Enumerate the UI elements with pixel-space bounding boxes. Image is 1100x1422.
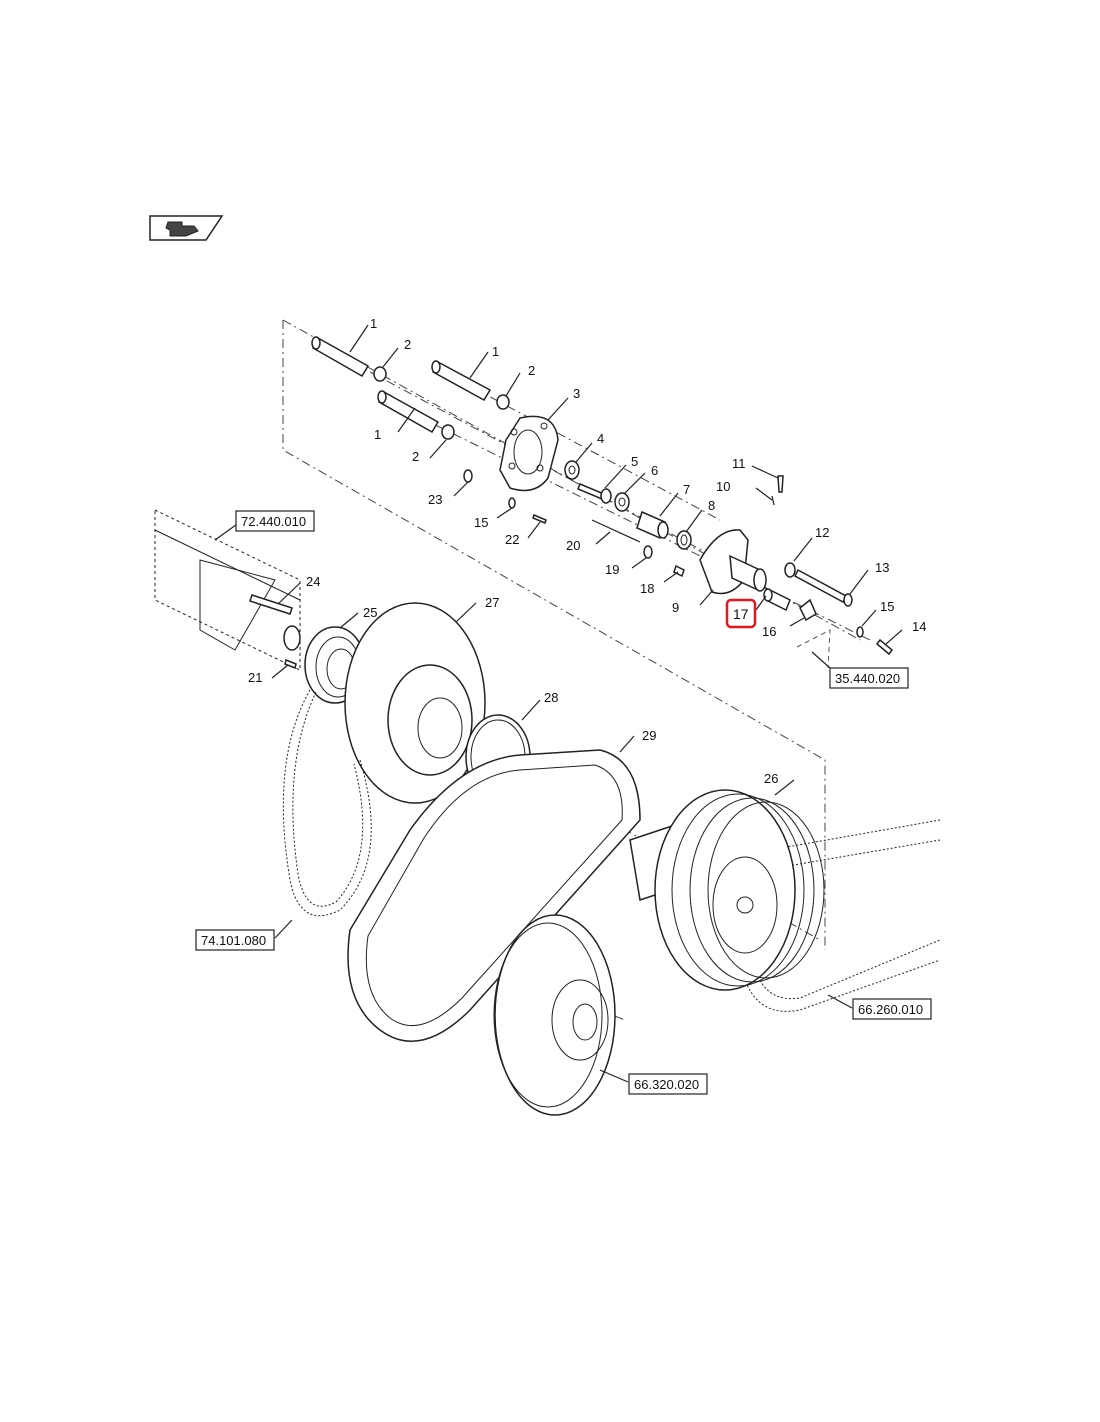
callout-5: 5 (631, 454, 638, 469)
callout-29: 29 (642, 728, 656, 743)
callout-24: 24 (306, 574, 320, 589)
callout-1b: 1 (492, 344, 499, 359)
callout-7: 7 (683, 482, 690, 497)
callout-15b: 15 (474, 515, 488, 530)
bushing-7[interactable] (636, 510, 669, 540)
callout-12: 12 (815, 525, 829, 540)
screw-22[interactable] (532, 513, 547, 525)
callout-19: 19 (605, 562, 619, 577)
spacer-18[interactable] (673, 564, 685, 578)
washer-4[interactable] (564, 460, 580, 480)
key-24[interactable] (249, 594, 293, 615)
shaft-1b[interactable] (431, 360, 492, 402)
callout-11: 11 (732, 456, 746, 471)
bolt-14[interactable] (875, 638, 894, 656)
washer-23[interactable] (463, 469, 473, 483)
ring-19[interactable] (643, 545, 653, 559)
belt-74-101-080 (282, 689, 372, 917)
bushing-2c[interactable] (441, 424, 455, 440)
belt-29[interactable] (347, 749, 641, 1042)
callout-14: 14 (912, 619, 926, 634)
reference-66-320-020[interactable]: 66.320.020 (628, 1073, 708, 1095)
callout-labels: 1 2 1 2 1 2 3 4 5 6 7 8 9 10 11 12 13 14… (248, 316, 926, 786)
callout-17: 17 (733, 606, 749, 622)
pulley-66-320-020[interactable] (493, 914, 616, 1116)
washer-15b[interactable] (508, 497, 516, 509)
callout-20: 20 (566, 538, 580, 553)
callout-4: 4 (597, 431, 604, 446)
bushing-2a[interactable] (373, 366, 387, 382)
screw-21[interactable] (284, 658, 297, 670)
pulley-27[interactable] (344, 602, 486, 804)
shaft-1a[interactable] (311, 336, 370, 378)
callout-27: 27 (485, 595, 499, 610)
bolt-5[interactable] (577, 483, 612, 504)
callout-22: 22 (505, 532, 519, 547)
callout-10: 10 (716, 479, 730, 494)
sensor-17[interactable] (763, 588, 791, 612)
flange-plate-3[interactable] (499, 415, 559, 492)
callout-28: 28 (544, 690, 558, 705)
callout-8: 8 (708, 498, 715, 513)
reference-label: 66.260.010 (858, 1002, 923, 1017)
bushing-2b[interactable] (496, 394, 510, 410)
seal-8[interactable] (676, 530, 692, 550)
rod-20[interactable] (591, 519, 641, 543)
pin-10[interactable] (771, 495, 775, 506)
callout-25: 25 (363, 605, 377, 620)
previous-page-arrow-icon[interactable] (149, 215, 224, 241)
callout-26: 26 (764, 771, 778, 786)
callout-13: 13 (875, 560, 889, 575)
frame-section (154, 509, 301, 671)
reference-label: 72.440.010 (241, 514, 306, 529)
callout-1a: 1 (370, 316, 377, 331)
washer-15a[interactable] (856, 626, 864, 638)
ring-6[interactable] (614, 492, 630, 512)
reference-74-101-080[interactable]: 74.101.080 (195, 929, 275, 951)
washer-12[interactable] (784, 562, 796, 578)
callout-23: 23 (428, 492, 442, 507)
reference-72-440-010[interactable]: 72.440.010 (235, 510, 315, 532)
screw-11[interactable] (777, 475, 784, 493)
reference-35-440-020[interactable]: 35.440.020 (829, 667, 909, 689)
nut-16[interactable] (799, 598, 817, 622)
callout-2a: 2 (404, 337, 411, 352)
bolt-13[interactable] (794, 568, 853, 607)
callout-9: 9 (672, 600, 679, 615)
reference-66-260-010[interactable]: 66.260.010 (852, 998, 932, 1020)
callout-6: 6 (651, 463, 658, 478)
callout-16: 16 (762, 624, 776, 639)
callout-15a: 15 (880, 599, 894, 614)
callout-3: 3 (573, 386, 580, 401)
callout-21: 21 (248, 670, 262, 685)
hub-9[interactable] (699, 529, 767, 595)
reference-label: 74.101.080 (201, 933, 266, 948)
callout-2b: 2 (528, 363, 535, 378)
pulley-26[interactable] (629, 789, 825, 991)
reference-label: 35.440.020 (835, 671, 900, 686)
callout-18: 18 (640, 581, 654, 596)
callout-2c: 2 (412, 449, 419, 464)
reference-label: 66.320.020 (634, 1077, 699, 1092)
callout-1c: 1 (374, 427, 381, 442)
leader-lines (214, 324, 903, 1083)
callout-17-highlight[interactable]: 17 (725, 598, 757, 629)
shaft-1c[interactable] (377, 390, 440, 434)
